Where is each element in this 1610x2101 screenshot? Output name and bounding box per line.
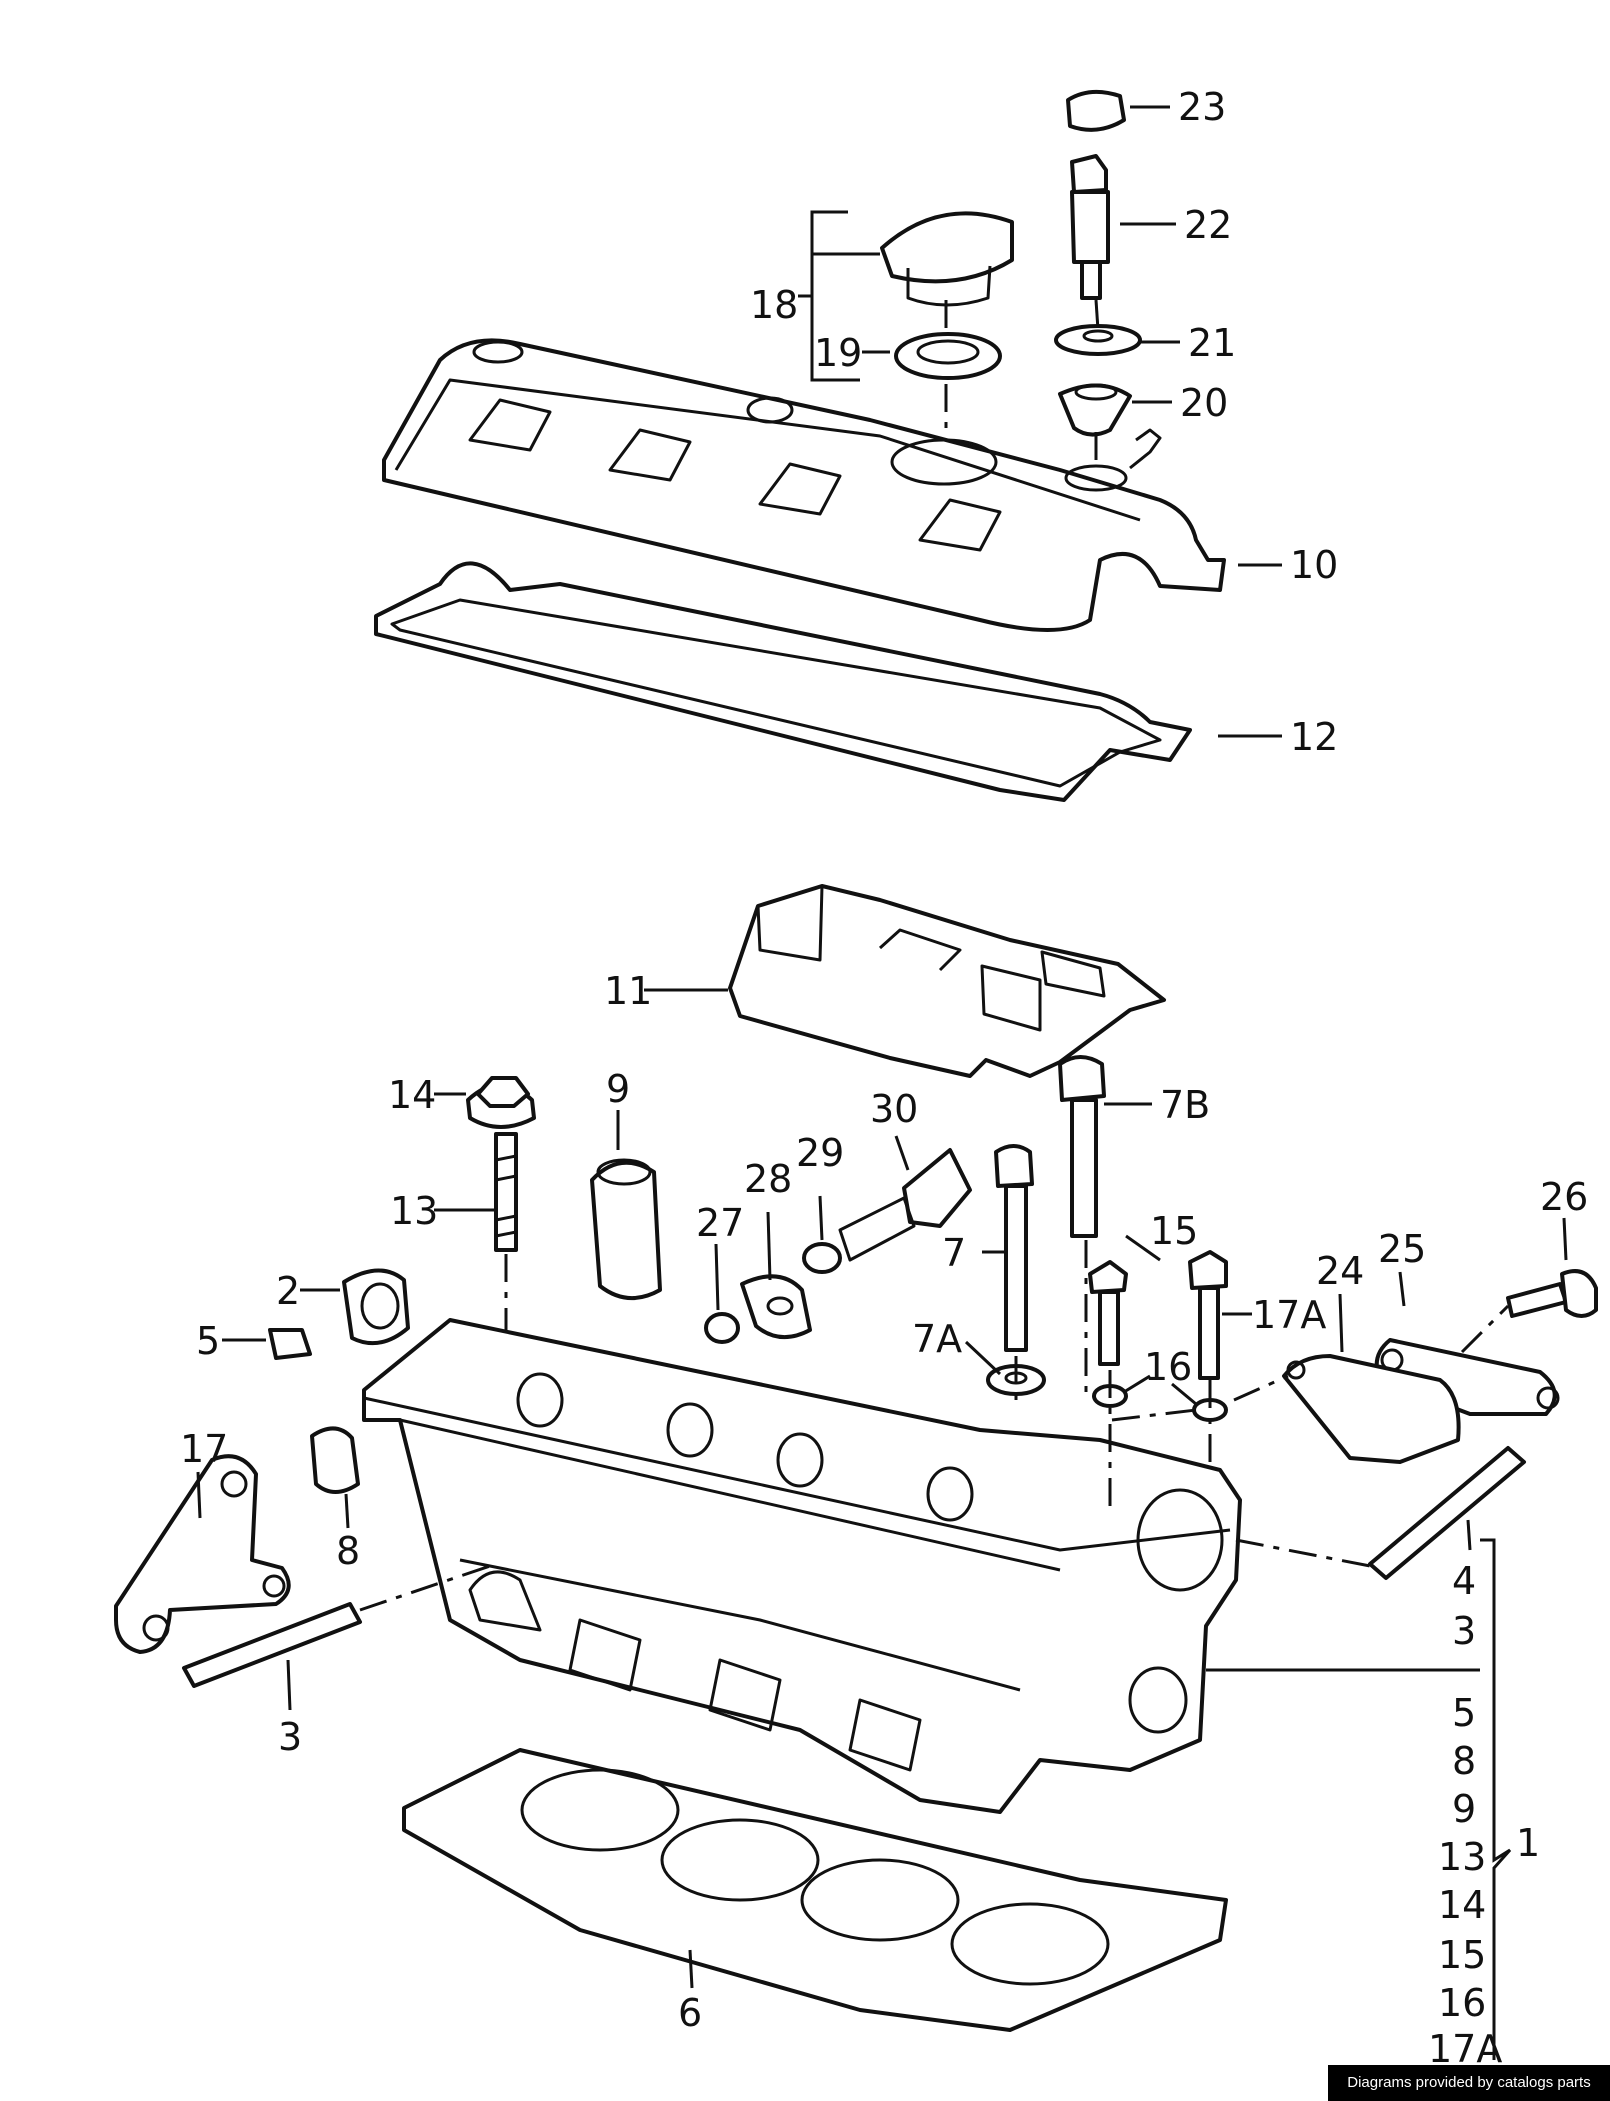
callout-5: 5	[196, 1319, 220, 1363]
callout-30: 30	[870, 1087, 918, 1131]
part-3-stud-left	[182, 1602, 362, 1688]
callout-17: 17	[180, 1427, 228, 1471]
assembly-lines	[359, 299, 1510, 1612]
callout-27: 27	[696, 1201, 744, 1245]
part-29-ring	[802, 1242, 842, 1274]
leader-lines	[196, 105, 1568, 2060]
part-22-bolt	[1070, 154, 1110, 300]
callout-19: 19	[814, 331, 862, 375]
group-item-3: 3	[1452, 1609, 1476, 1653]
part-11-cam-plate	[728, 884, 1166, 1078]
callout-6: 6	[678, 1991, 702, 2035]
callout-3: 3	[278, 1715, 302, 1759]
callout-labels: 23 22 18 19 21 20 10 12 11 14 9 30 7B 13…	[180, 85, 1588, 2071]
callout-20: 20	[1180, 381, 1228, 425]
group-item-17A: 17A	[1428, 2027, 1502, 2071]
part-10-valve-cover	[382, 338, 1226, 632]
part-17A-bolt	[1188, 1250, 1228, 1380]
part-5-pin	[268, 1328, 312, 1360]
group-item-4: 4	[1452, 1559, 1476, 1603]
part-6-head-gasket	[402, 1748, 1228, 2032]
part-23-plug	[1066, 89, 1126, 132]
part-27-washer	[704, 1312, 740, 1344]
part-28-bush	[740, 1274, 812, 1339]
callout-9: 9	[606, 1067, 630, 1111]
group-item-15: 15	[1438, 1933, 1486, 1977]
part-30-sender	[838, 1148, 972, 1262]
callout-7A: 7A	[912, 1317, 962, 1361]
part-21-washer	[1054, 324, 1142, 356]
part-3-stud-right	[1368, 1446, 1526, 1580]
part-26-bolt	[1506, 1269, 1598, 1318]
group-item-13: 13	[1438, 1835, 1486, 1879]
group-item-9: 9	[1452, 1787, 1476, 1831]
part-9-tappet	[590, 1158, 662, 1301]
callout-22: 22	[1184, 203, 1232, 247]
callout-12: 12	[1290, 715, 1338, 759]
callout-7B: 7B	[1160, 1083, 1210, 1127]
callout-17A: 17A	[1252, 1293, 1326, 1337]
part-20-grommet	[1058, 383, 1132, 437]
part-8-plug	[310, 1426, 360, 1494]
callout-16: 16	[1144, 1345, 1192, 1389]
part-1-cylinder-head	[362, 1318, 1242, 1814]
part-16-washers	[1092, 1384, 1228, 1422]
part-19-seal	[894, 332, 1002, 380]
part-7-bolt	[994, 1144, 1034, 1352]
part-2-seal	[342, 1268, 410, 1346]
callout-18: 18	[750, 283, 798, 327]
callout-11: 11	[604, 969, 652, 1013]
part-17-bracket	[114, 1454, 291, 1654]
credit-banner: Diagrams provided by catalogs parts	[1328, 2065, 1610, 2101]
callout-21: 21	[1188, 321, 1236, 365]
callout-29: 29	[796, 1131, 844, 1175]
callout-15: 15	[1150, 1209, 1198, 1253]
group-item-8: 8	[1452, 1739, 1476, 1783]
group-item-14: 14	[1438, 1883, 1486, 1927]
group-item-5: 5	[1452, 1691, 1476, 1735]
part-13-stud	[494, 1132, 518, 1252]
part-24-gasket	[1282, 1354, 1461, 1464]
callout-23: 23	[1178, 85, 1226, 129]
callout-2: 2	[276, 1269, 300, 1313]
part-14-nut	[466, 1076, 536, 1129]
callout-14: 14	[388, 1073, 436, 1117]
callout-24: 24	[1316, 1249, 1364, 1293]
part-18-filler-cap	[880, 211, 1014, 307]
callout-26: 26	[1540, 1175, 1588, 1219]
callout-8: 8	[336, 1529, 360, 1573]
callout-28: 28	[744, 1157, 792, 1201]
part-7B-bolt	[1058, 1055, 1106, 1238]
callout-25: 25	[1378, 1227, 1426, 1271]
group-item-16: 16	[1438, 1981, 1486, 2025]
part-12-gasket	[374, 561, 1192, 802]
callout-13: 13	[390, 1189, 438, 1233]
callout-7: 7	[942, 1231, 966, 1275]
group-label-1: 1	[1516, 1821, 1540, 1865]
callout-10: 10	[1290, 543, 1338, 587]
part-15-bolt	[1088, 1260, 1128, 1366]
